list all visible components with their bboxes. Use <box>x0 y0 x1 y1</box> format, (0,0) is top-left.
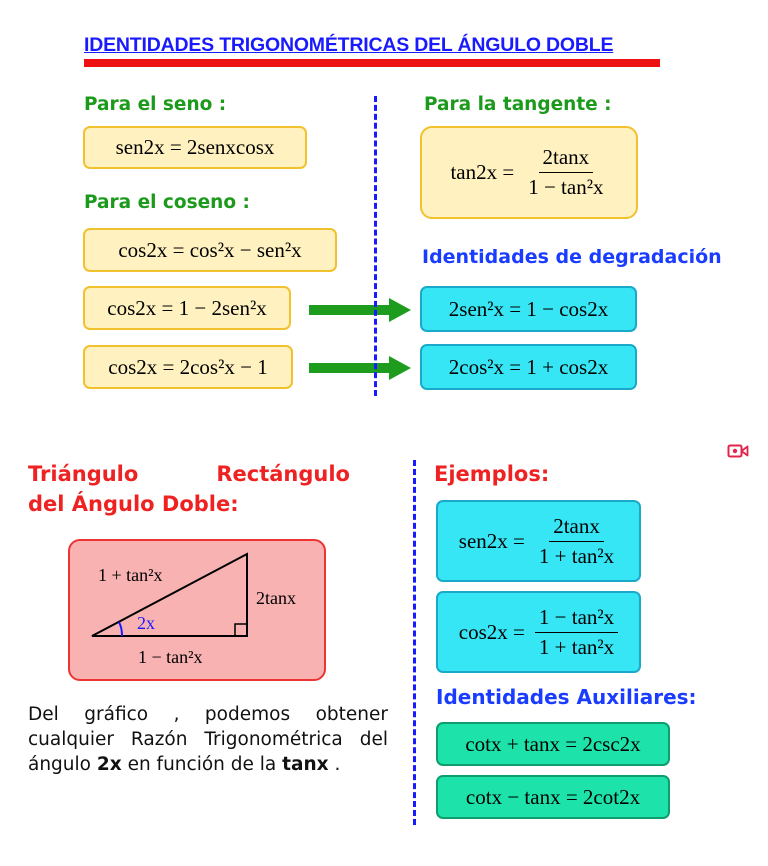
example-2-numerator: 1 − tan²x <box>534 605 619 633</box>
arrow-right-icon <box>309 298 411 322</box>
title-underline-bar <box>84 59 660 67</box>
aux-1-box: cotx + tanx = 2csc2x <box>436 722 670 766</box>
seno-formula-box: sen2x = 2senxcosx <box>83 126 307 169</box>
cos-formula-1: cos2x = cos²x − sen²x <box>118 237 302 262</box>
example-2-lhs: cos2x = <box>458 619 525 644</box>
aux-2-box: cotx − tanx = 2cot2x <box>436 775 670 819</box>
cos-formula-1-box: cos2x = cos²x − sen²x <box>83 228 337 272</box>
example-1-denominator: 1 + tan²x <box>538 543 615 568</box>
tan-fraction: 2tanx 1 − tan²x <box>524 145 607 200</box>
hypotenuse-label: 1 + tan²x <box>98 565 163 585</box>
example-2-denominator: 1 + tan²x <box>538 634 615 659</box>
degr-1-box: 2sen²x = 1 − cos2x <box>420 286 637 332</box>
example-2-fraction: 1 − tan²x 1 + tan²x <box>534 605 619 660</box>
triangle-figure: 1 + tan²x 2tanx 1 − tan²x 2x <box>68 539 326 681</box>
triangle-heading-line1: Triángulo Rectángulo <box>28 459 350 489</box>
tan-lhs: tan2x = <box>450 160 515 184</box>
coseno-heading: Para el coseno : <box>84 192 250 213</box>
degr-2-box: 2cos²x = 1 + cos2x <box>420 344 637 390</box>
aux-formula-2: cotx − tanx = 2cot2x <box>465 784 641 809</box>
example-1-box: sen2x = 2tanx 1 + tan²x <box>436 500 641 582</box>
cos-formula-3-box: cos2x = 2cos²x − 1 <box>83 345 293 389</box>
arrow-right-icon <box>309 356 411 380</box>
adjacent-label: 1 − tan²x <box>138 647 203 667</box>
right-triangle-diagram <box>91 552 248 637</box>
cos-formula-3: cos2x = 2cos²x − 1 <box>108 354 268 379</box>
top-divider <box>374 96 377 396</box>
cos-formula-2-box: cos2x = 1 − 2sen²x <box>83 286 291 330</box>
example-2-box: cos2x = 1 − tan²x 1 + tan²x <box>436 591 641 673</box>
explanation-paragraph: Del gráfico , podemos obtener cualquier … <box>28 702 388 777</box>
paragraph-text-2: en función de la <box>121 754 283 775</box>
paragraph-bold-tanx: tanx <box>282 754 329 775</box>
ejemplos-heading: Ejemplos: <box>434 462 550 486</box>
video-camera-icon[interactable] <box>727 443 749 459</box>
triangle-heading-word2: Rectángulo <box>216 462 350 486</box>
seno-heading: Para el seno : <box>84 94 227 115</box>
page-title: IDENTIDADES TRIGONOMÉTRICAS DEL ÁNGULO D… <box>84 34 614 56</box>
bottom-divider <box>413 460 416 825</box>
triangle-heading-word1: Triángulo <box>28 462 139 486</box>
cos-formula-2: cos2x = 1 − 2sen²x <box>107 295 267 320</box>
opposite-label: 2tanx <box>256 588 296 608</box>
auxiliares-heading: Identidades Auxiliares: <box>436 685 697 709</box>
example-1-numerator: 2tanx <box>549 514 604 542</box>
seno-formula: sen2x = 2senxcosx <box>115 135 275 159</box>
example-1-fraction: 2tanx 1 + tan²x <box>535 514 618 569</box>
degradacion-heading: Identidades de degradación <box>422 246 722 268</box>
degr-formula-1: 2sen²x = 1 − cos2x <box>448 296 609 321</box>
paragraph-bold-angle: 2x <box>96 754 122 775</box>
tangente-heading: Para la tangente : <box>424 94 612 115</box>
triangle-heading-line2: del Ángulo Doble: <box>28 492 239 516</box>
angle-label: 2x <box>137 613 155 633</box>
example-1-lhs: sen2x = <box>458 528 525 553</box>
degr-formula-2: 2cos²x = 1 + cos2x <box>448 354 609 379</box>
tan-formula-box: tan2x = 2tanx 1 − tan²x <box>420 126 638 219</box>
aux-formula-1: cotx + tanx = 2csc2x <box>465 731 641 756</box>
tan-numerator: 2tanx <box>538 145 594 173</box>
tan-denominator: 1 − tan²x <box>528 175 604 199</box>
paragraph-text-3: . <box>328 754 341 775</box>
paragraph-text-1: Del gráfico , podemos obtener cualquier … <box>28 704 388 775</box>
